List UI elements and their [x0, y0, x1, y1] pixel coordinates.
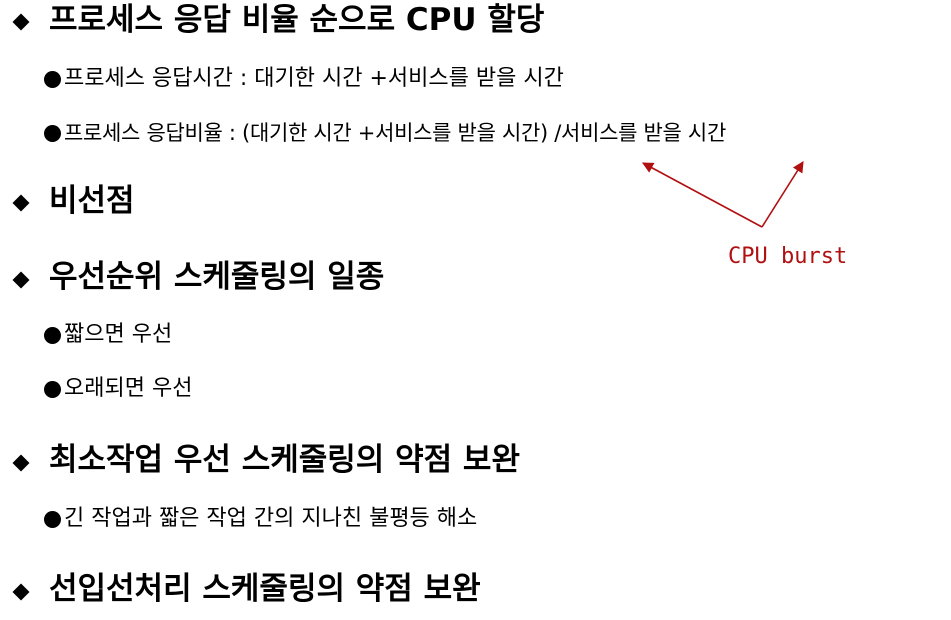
- dot-bullet-icon: [44, 511, 61, 528]
- heading-sjf-weakness: 최소작업 우선 스케줄링의 약점 보완: [49, 442, 520, 478]
- arrow-right: [761, 161, 804, 228]
- diamond-bullet-icon: [12, 583, 30, 601]
- diamond-bullet-icon: [12, 271, 30, 289]
- cpu-burst-annotation: CPU burst: [728, 244, 848, 269]
- heading-non-preemptive: 비선점: [49, 183, 135, 219]
- dot-bullet-icon: [44, 71, 61, 88]
- dot-bullet-icon: [44, 327, 61, 344]
- diamond-bullet-icon: [12, 13, 30, 31]
- sub-short-first: 짧으면 우선: [64, 322, 173, 347]
- sub-response-ratio: 프로세스 응답비율 : (대기한 시간 +서비스를 받을 시간) /서비스를 받…: [64, 121, 726, 145]
- dot-bullet-icon: [44, 125, 61, 142]
- sub-aging-first: 오래되면 우선: [64, 376, 193, 401]
- sub-response-time: 프로세스 응답시간 : 대기한 시간 +서비스를 받을 시간: [64, 66, 564, 91]
- sub-inequality-fix: 긴 작업과 짧은 작업 간의 지나친 불평등 해소: [64, 506, 478, 531]
- heading-hrrn-allocation: 프로세스 응답 비율 순으로 CPU 할당: [49, 2, 545, 38]
- diamond-bullet-icon: [12, 454, 30, 472]
- heading-priority-scheduling: 우선순위 스케줄링의 일종: [49, 259, 385, 295]
- heading-fcfs-weakness: 선입선처리 스케줄링의 약점 보완: [49, 571, 481, 607]
- arrow-left: [642, 162, 763, 228]
- dot-bullet-icon: [44, 381, 61, 398]
- diamond-bullet-icon: [12, 194, 30, 212]
